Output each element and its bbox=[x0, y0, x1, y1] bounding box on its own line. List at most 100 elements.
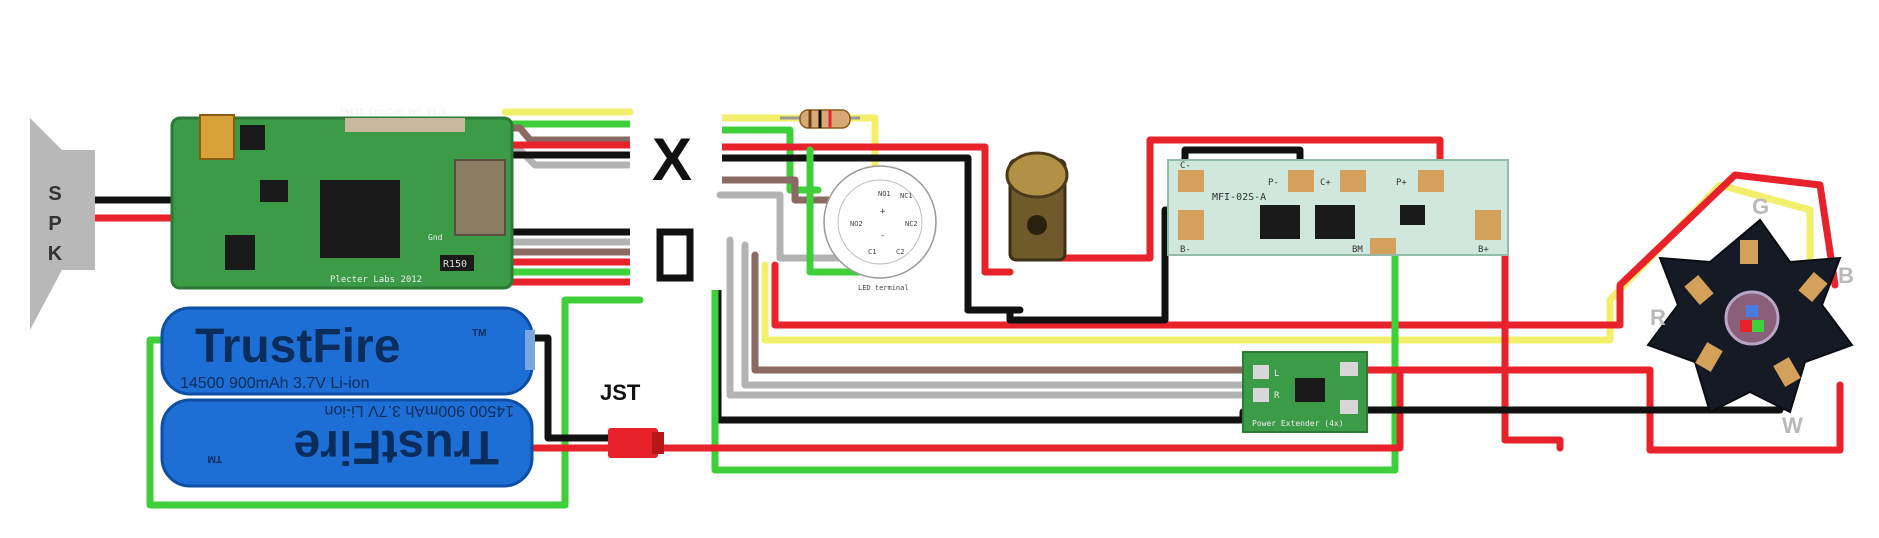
wire-pe-red bbox=[1361, 366, 1844, 454]
sound-board-connector bbox=[345, 118, 465, 132]
charger-pad-pplus bbox=[1418, 170, 1444, 192]
wire-jack-red bbox=[1056, 136, 1444, 262]
wire-sq-red bbox=[771, 171, 1839, 329]
battery-bottom-body bbox=[160, 398, 534, 488]
charger-chip-2 bbox=[1315, 205, 1355, 239]
charger-chip-1 bbox=[1260, 205, 1300, 239]
resistor-body bbox=[799, 109, 851, 129]
battery-bottom-tm: TM bbox=[208, 453, 222, 464]
wire-r-grey bbox=[716, 191, 854, 262]
star-led-pad-g bbox=[1740, 240, 1758, 264]
power-extender-pad-3 bbox=[1340, 362, 1358, 376]
symbol-cross: X bbox=[652, 126, 692, 193]
power-extender-pad-2 bbox=[1253, 388, 1269, 402]
led-switch-pin-no1: NO1 bbox=[878, 190, 891, 198]
led-switch-minus: - bbox=[880, 231, 885, 241]
charger-chip-3 bbox=[1400, 205, 1425, 225]
wire-r-yellow bbox=[716, 114, 879, 174]
dc-jack-nut bbox=[1005, 151, 1069, 199]
jst-connector-body bbox=[608, 428, 658, 458]
sound-board-title: Petit Crouton Ver V1.0 bbox=[340, 107, 446, 116]
speaker-letter-k: K bbox=[48, 243, 63, 265]
led-switch-pin-c1: C1 bbox=[868, 248, 876, 256]
power-extender-chip bbox=[1295, 378, 1325, 402]
sound-board: Petit Crouton Ver V1.0 R150 Gnd Plecter … bbox=[170, 107, 514, 290]
wire-r-green2 bbox=[806, 146, 874, 276]
sound-board-sd-holder bbox=[454, 159, 506, 236]
charger-label-bm: BM bbox=[1352, 245, 1363, 255]
power-extender-label: Power Extender (4x) bbox=[1252, 419, 1344, 428]
charger-label-pplus: P+ bbox=[1396, 178, 1407, 188]
wire-sq-yellow bbox=[761, 181, 1814, 344]
dc-jack-hole bbox=[1027, 215, 1047, 235]
star-led-pad-b bbox=[1798, 272, 1828, 302]
charger-pad-cplus bbox=[1340, 170, 1366, 192]
charger-label-bplus: B+ bbox=[1478, 245, 1489, 255]
star-led-lens bbox=[1724, 290, 1780, 346]
charger-model: MFI-02S-A bbox=[1212, 192, 1266, 203]
power-extender: L R Power Extender (4x) bbox=[1242, 351, 1368, 433]
charger-pad-bm bbox=[1370, 238, 1396, 254]
star-led-pad-5 bbox=[1695, 342, 1723, 372]
led-switch-plus: + bbox=[880, 207, 886, 217]
sound-board-chip-2 bbox=[240, 125, 265, 150]
battery-top-cap bbox=[525, 330, 535, 370]
led-switch-pin-no2: NO2 bbox=[850, 220, 863, 228]
wire-battery-black bbox=[526, 334, 616, 442]
star-led-pad-r bbox=[1684, 275, 1714, 305]
led-switch: NO1 NC1 NO2 NC2 C1 C2 + - LED terminal bbox=[823, 165, 937, 292]
battery-bottom-spec: 14500 900mAh 3.7V Li-ion bbox=[325, 402, 514, 419]
charger-label-cminus: C- bbox=[1180, 161, 1191, 171]
battery-top: TrustFire TM 14500 900mAh 3.7V Li-ion bbox=[160, 306, 535, 396]
star-led-label-b: B bbox=[1838, 263, 1854, 288]
button-symbols: X bbox=[630, 115, 722, 290]
led-switch-inner bbox=[837, 179, 923, 265]
sound-board-footer: Plecter Labs 2012 bbox=[330, 275, 422, 285]
wire-sq-grey bbox=[726, 236, 1252, 399]
wire-sq-green bbox=[711, 246, 1399, 474]
charger-label-bminus: B- bbox=[1180, 245, 1191, 255]
wire-battery-green bbox=[146, 296, 644, 509]
star-led-die-blue bbox=[1746, 305, 1758, 317]
wire-r-brown bbox=[716, 176, 862, 204]
led-switch-outer bbox=[823, 165, 937, 279]
star-led-die-green bbox=[1752, 320, 1764, 332]
led-switch-pin-c2: C2 bbox=[896, 248, 904, 256]
sound-board-capacitor bbox=[199, 114, 235, 160]
charger-label-pminus: P- bbox=[1268, 178, 1279, 188]
sound-board-resistor bbox=[440, 255, 474, 271]
sound-board-chip-4 bbox=[260, 180, 288, 202]
power-extender-pin-l: L bbox=[1274, 369, 1279, 379]
symbol-square bbox=[656, 228, 694, 282]
battery-top-brand: TrustFire bbox=[195, 320, 400, 373]
charger-pad-bplus bbox=[1475, 210, 1501, 240]
speaker-letter-s: S bbox=[48, 183, 61, 205]
dc-jack bbox=[1005, 151, 1069, 262]
star-led-label-g: G bbox=[1752, 194, 1769, 219]
wire-jack-black bbox=[964, 206, 1189, 324]
battery-top-spec: 14500 900mAh 3.7V Li-ion bbox=[180, 375, 369, 392]
star-led-label-r: R bbox=[1650, 305, 1666, 330]
jst-label: JST bbox=[600, 380, 641, 405]
led-switch-pin-nc2: NC2 bbox=[905, 220, 918, 228]
symbol-cross-bg bbox=[630, 115, 722, 185]
battery-bottom-brand: TrustFire bbox=[294, 420, 499, 473]
led-switch-caption: LED terminal bbox=[858, 284, 909, 292]
speaker-letter-p: P bbox=[48, 213, 61, 235]
sound-board-chip-3 bbox=[225, 235, 255, 270]
jst-connector: JST bbox=[600, 380, 664, 458]
charger-pad-cminus bbox=[1178, 170, 1204, 192]
battery-bottom: TrustFire TM 14500 900mAh 3.7V Li-ion bbox=[160, 398, 534, 488]
battery-top-tm: TM bbox=[472, 328, 486, 339]
charger-pad-bminus bbox=[1178, 210, 1204, 240]
charger-board: MFI-02S-A C- P- C+ P+ B- BM B+ bbox=[1167, 159, 1509, 256]
sound-board-main-chip bbox=[320, 180, 400, 258]
jst-connector-plug bbox=[652, 432, 664, 454]
battery-pack: TrustFire TM 14500 900mAh 3.7V Li-ion Tr… bbox=[160, 306, 535, 488]
sound-board-pad-label: Gnd bbox=[428, 233, 443, 242]
star-led-label-w: W bbox=[1782, 413, 1803, 438]
speaker-body bbox=[30, 118, 95, 330]
resistor bbox=[780, 109, 860, 129]
star-led-pad-w bbox=[1773, 357, 1801, 387]
